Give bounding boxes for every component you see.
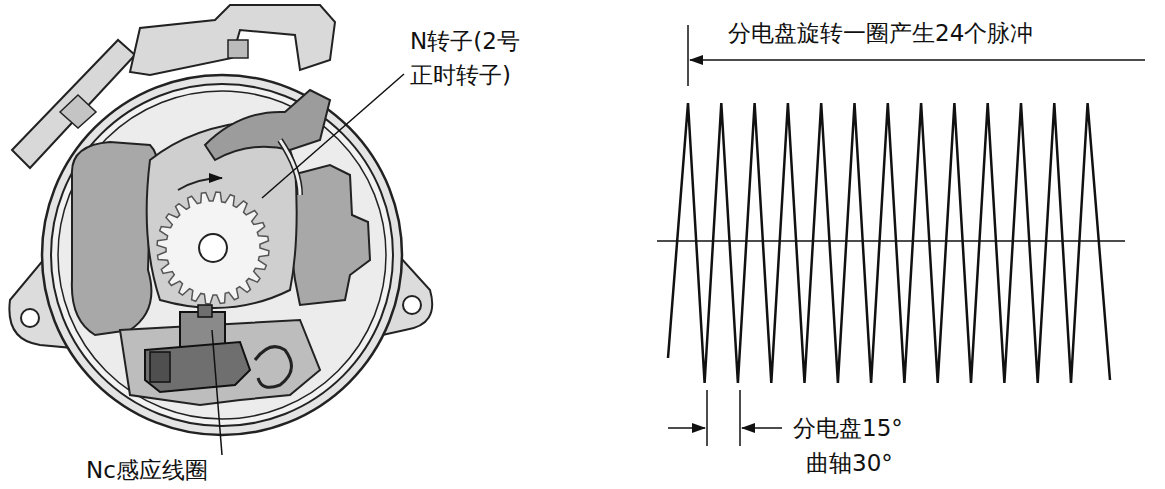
dimension-arrow [690,59,1145,61]
housing [42,75,402,435]
mounting-hole [403,296,421,314]
dimension-label: 曲轴30° [806,446,893,480]
dimension-tick [687,25,689,86]
housing [58,91,386,419]
pickup-coil [145,342,250,392]
dimension-tick [739,390,741,446]
mounting-hole [21,309,39,327]
part-label: Nc感应线圈 [86,453,208,487]
dimension-arrow [668,427,705,429]
rotation-arrow [178,178,222,190]
dimension-label: 分电盘15° [793,411,903,445]
leader-line [212,330,222,455]
wire-harness [205,90,330,160]
zero-axis [657,240,1125,242]
top-bracket [228,40,248,58]
note-text: 分电盘旋转一圈产生24个脉冲 [728,16,1033,50]
dimension-arrow [742,427,782,429]
governor-weight [72,142,158,335]
part-label: N转子(2号 正时转子) [410,24,560,92]
leader-line [262,74,404,198]
dimension-tick [706,390,708,446]
clip [255,347,291,388]
housing [51,84,393,426]
rotor-shaft-hole [199,234,227,262]
top-bracket [130,5,335,75]
timing-rotor-gear [157,192,269,304]
pulse-waveform [668,103,1110,383]
pickup-coil [198,305,212,317]
pickup-coil [150,352,170,382]
vacuum-pipe [60,95,96,128]
